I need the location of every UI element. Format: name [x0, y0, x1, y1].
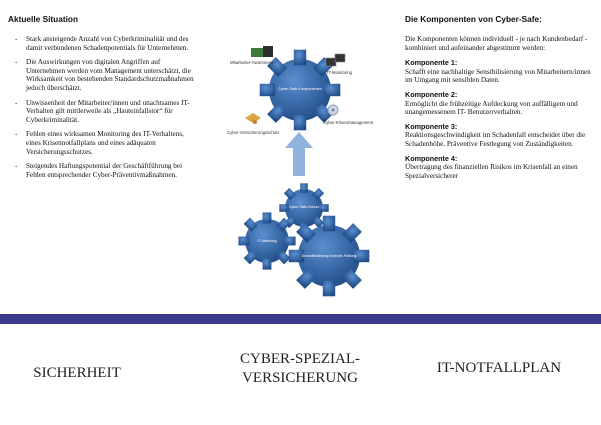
label-gear-it: IT-Abteilung: [257, 239, 276, 243]
label-cyber-spezial-versicherung: CYBER-SPEZIAL- VERSICHERUNG: [196, 350, 404, 388]
component-block: Komponente 4: Übertragung des finanziell…: [405, 153, 597, 181]
label-center: Cyber-Safe Komponenten: [278, 87, 322, 91]
up-arrow-icon: [285, 132, 313, 176]
list-item: -Steigendes Haftungspotential der Geschä…: [15, 162, 183, 179]
list-item: -Unwissenheit der Mitarbeiter/innen und …: [15, 98, 190, 124]
situation-list: -Stark ansteigende Anzahl von Cyberkrimi…: [8, 35, 200, 179]
crisis-icon: [327, 104, 339, 116]
component-title: Komponente 3:: [405, 121, 458, 131]
divider-band: [0, 314, 601, 324]
bullet-dash: -: [15, 98, 18, 107]
label-monitoring: IT-Monitoring: [327, 70, 353, 75]
component-text: Ermöglicht die frühzeitige Aufdeckung vo…: [405, 99, 578, 117]
label-it-notfallplan: IT-NOTFALLPLAN: [436, 360, 562, 376]
label-line-1: CYBER-SPEZIAL-: [240, 351, 360, 367]
component-block: Komponente 3: Reaktionsgeschwindigkeit i…: [405, 121, 597, 149]
component-text: Reaktionsgeschwindigkeit im Schadenfall …: [405, 131, 586, 148]
list-item: -Die Auswirkungen von digitalen Angriffe…: [15, 58, 194, 92]
component-title: Komponente 4:: [405, 153, 458, 163]
components-heading: Die Komponenten von Cyber-Safe:: [405, 14, 542, 24]
label-gear-schutz: Cyber-Safe-Schutz: [289, 205, 320, 209]
awareness-icon: [251, 46, 273, 57]
component-text: Übertragung des finanziellen Risikos im …: [405, 163, 578, 180]
cyber-safe-diagram: Mitarbeiter-Awareness IT-Monitoring Cybe…: [205, 38, 403, 300]
list-item: -Stark ansteigende Anzahl von Cyberkrimi…: [15, 35, 189, 52]
monitoring-icon: [325, 53, 346, 67]
component-block: Komponente 2: Ermöglicht die frühzeitige…: [405, 89, 597, 117]
component-block: Komponente 1: Schafft eine nachhaltige S…: [405, 59, 597, 85]
situation-heading: Aktuelle Situation: [8, 14, 79, 24]
bullet-dash: -: [15, 35, 18, 43]
component-title: Komponente 1:: [405, 58, 458, 68]
label-crisis: Cyber-Krisenmanagement: [323, 120, 374, 125]
list-item: -Fehlen eines wirksamen Monitoring des I…: [15, 130, 184, 156]
situation-column: Aktuelle Situation -Stark ansteigende An…: [8, 14, 200, 185]
bullet-dash: -: [15, 162, 18, 171]
components-intro: Die Komponenten können individuell - je …: [405, 35, 588, 52]
label-awareness: Mitarbeiter-Awareness: [230, 60, 273, 65]
component-title: Komponente 2:: [405, 89, 458, 99]
insurance-icon: [245, 113, 261, 124]
component-text: Schafft eine nachhaltige Sensibilisierun…: [405, 67, 591, 85]
components-column: Die Komponenten von Cyber-Safe: Die Komp…: [405, 14, 597, 186]
label-gear-gf: Geschäftsführung Kontrolle /Haftung: [302, 254, 357, 258]
bullet-dash: -: [15, 130, 18, 139]
bullet-dash: -: [15, 58, 18, 67]
label-insurance: Cyber-Versicherungsschutz: [227, 130, 280, 135]
label-line-2: VERSICHERUNG: [242, 370, 358, 386]
gear-diagram: Mitarbeiter-Awareness IT-Monitoring Cybe…: [227, 46, 374, 297]
label-sicherheit: SICHERHEIT: [33, 365, 121, 381]
